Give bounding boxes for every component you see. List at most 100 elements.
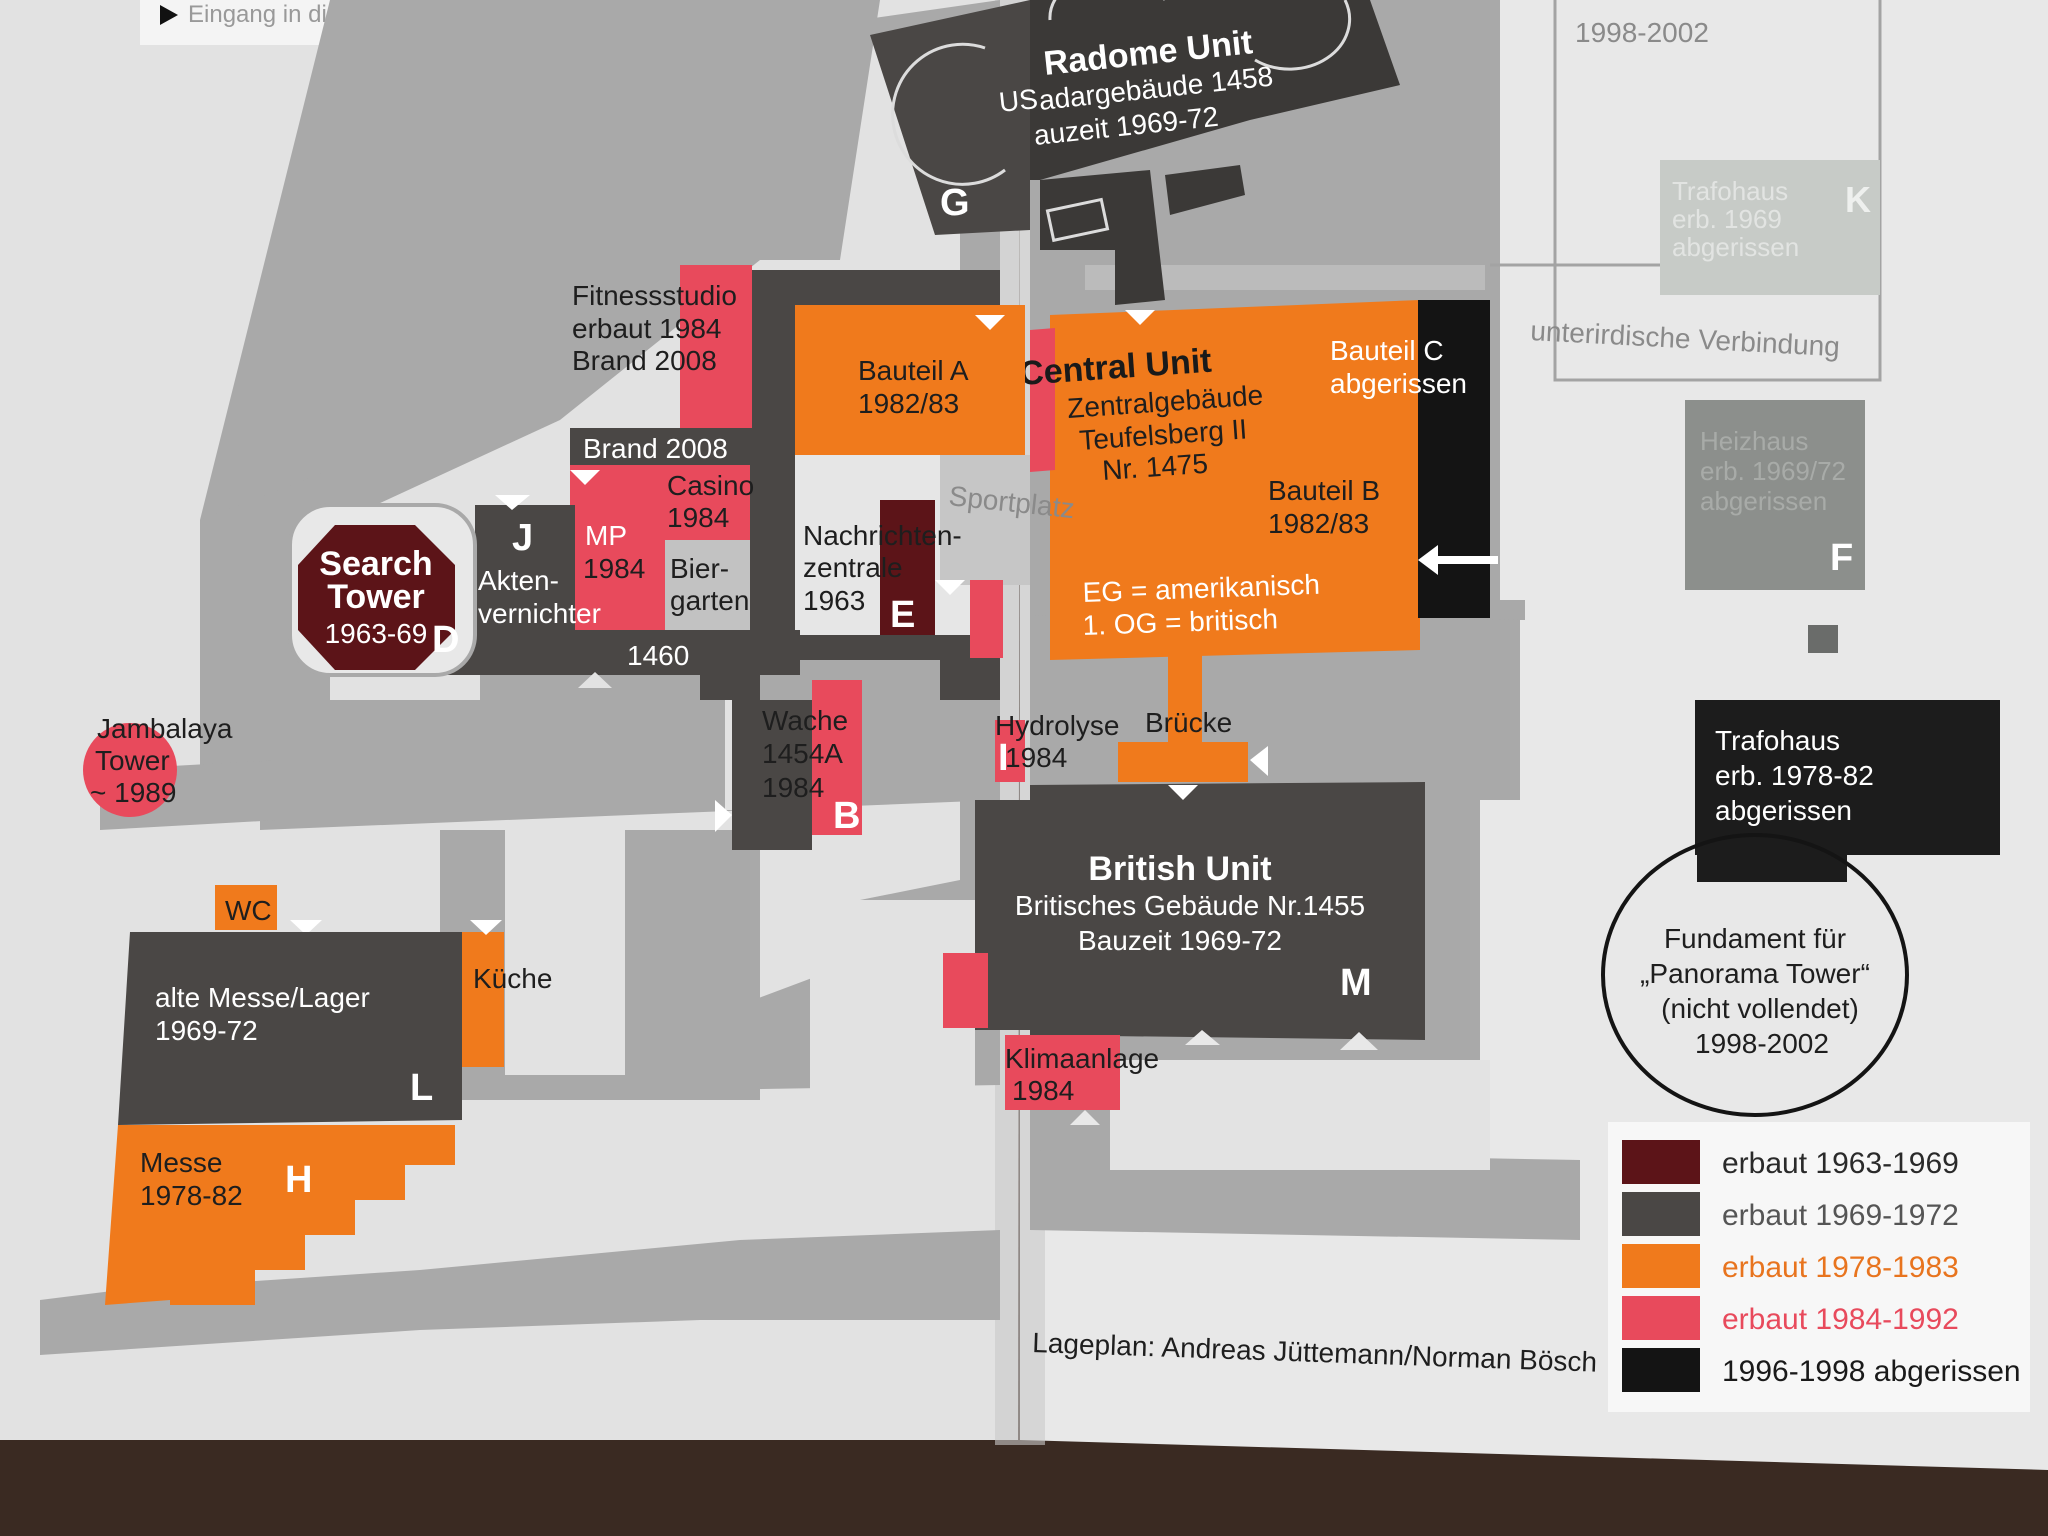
klima-l1: Klimaanlage [1005,1043,1159,1074]
building-biergarten [665,540,750,630]
entrance-arrow-british-top [1168,785,1198,800]
fitness-l1: Fitnessstudio [572,280,737,311]
casino-l2: 1984 [667,502,729,533]
bauteil-b-l2: 1982/83 [1268,508,1369,539]
building-fitnessstudio [680,265,752,430]
central-l3: Nr. 1475 [1101,448,1209,486]
entrance-arrow-wache [715,800,732,832]
letter-k: K [1845,179,1871,220]
messe-alt-l1: alte Messe/Lager [155,982,370,1013]
search-l1: Search [319,545,432,583]
british-unit-left-wing [975,800,1030,1030]
bauteil-b-l1: Bauteil B [1268,475,1380,506]
letter-e: E [890,594,915,636]
building-1460-bar [430,630,800,675]
entrance-arrow-kueche [470,920,502,935]
trafohaus-l2: erb. 1978-82 [1715,760,1874,791]
letter-d: D [432,619,459,661]
entrance-arrow-bruecke [1250,746,1268,776]
legend-label: 1996-1998 abgerissen [1722,1355,2021,1388]
entrance-arrow-j [495,495,530,510]
entrance-arrow-bauteil-a [975,315,1005,330]
sportplatz-strip [940,455,1030,585]
panorama-tower-foundation [1601,833,1909,1117]
fundament-l4: 1998-2002 [1695,1028,1829,1059]
building-e-nachrichten [880,500,935,635]
fundament-l1: Fundament für [1664,923,1846,954]
entrance-line-central-right [1438,556,1498,564]
building-g [870,0,1030,235]
legend-label: erbaut 1978-1983 [1722,1251,1959,1284]
entrance-arrow-british-bottom1 [1185,1030,1220,1045]
messe-l2: 1978-82 [140,1180,243,1211]
heizhaus-l3: abgerissen [1700,486,1827,516]
heizhaus-l2: erb. 1969/72 [1700,456,1846,486]
entrance-arrow-wc [290,920,322,935]
entrance-arrow-central-top [1125,310,1155,325]
building-trafohaus [1695,700,2000,855]
entrance-arrow-british-bottom2 [1340,1032,1378,1050]
radome-us-label: US [997,83,1039,118]
fitness-l3: Brand 2008 [572,345,717,376]
search-l2: Tower [327,578,425,616]
building-bauteil-a [795,305,1025,455]
wc-label: WC [225,895,272,926]
building-wc [215,885,277,930]
radome-small-part [1165,165,1245,215]
wache-l3: 1984 [762,772,824,803]
trafohaus-k-ghost [1660,160,1880,295]
heizhaus-l1: Heizhaus [1700,426,1808,456]
legend-swatch [1622,1244,1700,1288]
search-l3: 1963-69 [325,618,428,649]
building-trafohaus-ext [1697,840,1847,882]
neubauprojekt-year: 1998-2002 [1575,17,1709,48]
entrance-arrow-central-right [1418,545,1438,575]
bruecke-stem [1168,655,1202,745]
building-mp [570,465,665,630]
bier-l1: Bier- [670,553,729,584]
akten-l1: Akten- [478,565,559,596]
entrance-arrow-1460 [578,672,612,688]
building-wache-red [812,680,862,835]
nach-l1: Nachrichten- [803,520,962,551]
letter-b: B [833,795,860,837]
letter-j: J [512,517,533,559]
wache-l2: 1454A [762,738,843,769]
messe-l1: Messe [140,1147,222,1178]
mp-l1: MP [585,520,627,551]
legend-swatch [1622,1296,1700,1340]
klima-l2: 1984 [1012,1075,1074,1106]
legend: erbaut 1963-1969 erbaut 1969-1972 erbaut 1… [1608,1122,2030,1412]
building-search-tower [298,525,455,670]
eg-l2: 1. OG = britisch [1082,603,1278,641]
building-klimaanlage [1005,1035,1120,1110]
building-casino [665,465,750,540]
building-kueche [462,932,504,1067]
radome-connector [1040,170,1165,305]
building-wache [732,700,812,850]
small-square-marker [1808,625,1838,653]
trafohaus-l1: Trafohaus [1715,725,1840,756]
casino-l1: Casino [667,470,754,501]
label-1460: 1460 [627,640,689,671]
building-central-unit [1050,300,1420,660]
bauteil-a-l1: Bauteil A [858,355,969,386]
legend-label: erbaut 1969-1972 [1722,1199,1959,1232]
letter-l: L [410,1067,433,1109]
entrance-arrow-klima [1070,1110,1100,1125]
bauteil-c-l2: abgerissen [1330,368,1467,399]
building-alte-messe [118,932,462,1125]
fitness-l2: erbaut 1984 [572,313,721,344]
central-unit-red-edge [1030,328,1055,472]
bauteil-c-l1: Bauteil C [1330,335,1444,366]
red-strip-klima-left [943,953,988,1028]
trafohaus-k-l2: erb. 1969 [1672,204,1782,234]
bauteil-a-l2: 1982/83 [858,388,959,419]
british-l2: Bauzeit 1969-72 [1078,925,1282,956]
legend-label: erbaut 1963-1969 [1722,1147,1959,1180]
letter-m: M [1340,962,1372,1004]
building-jambalaya-tower [83,723,177,817]
legend-swatch [1622,1348,1700,1392]
trafohaus-k-l1: Trafohaus [1672,176,1788,206]
